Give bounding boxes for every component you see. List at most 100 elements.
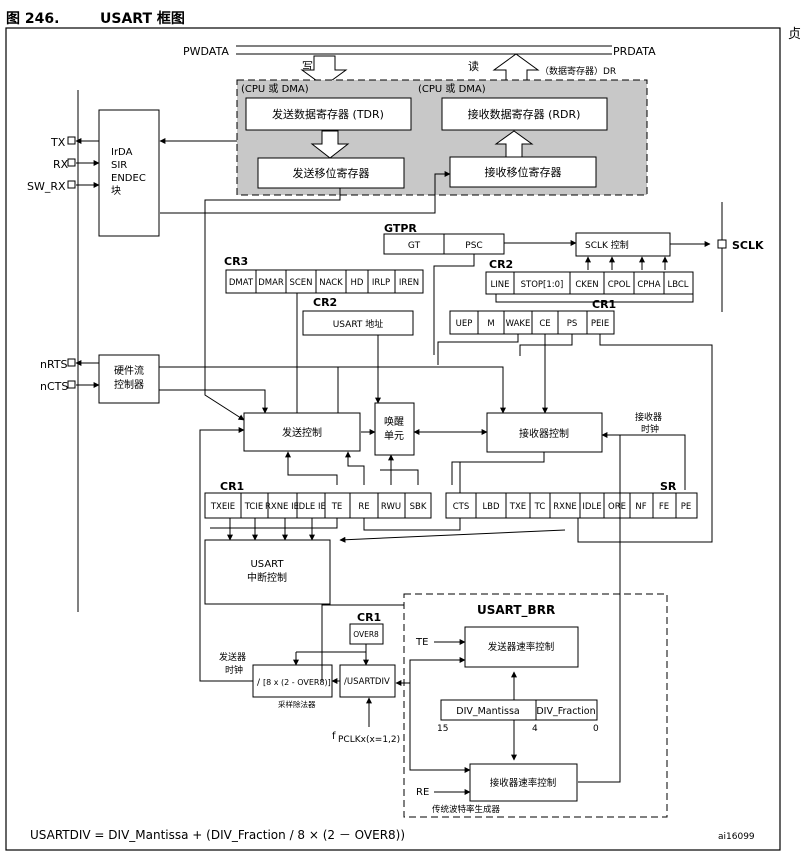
- figure-label: 图 246.: [6, 11, 59, 27]
- cr1-ce-label: CE: [539, 319, 550, 329]
- prdata-label: PRDATA: [613, 45, 656, 58]
- tx-clock-line-2: 时钟: [225, 664, 243, 676]
- cr1-tcie-label: TCIE: [244, 502, 264, 512]
- cr3-register: DMAT DMAR SCEN NACK HD IRLP IREN: [225, 269, 424, 294]
- sr-rxne-label: RXNE: [553, 502, 576, 512]
- tx-shift-label: 发送移位寄存器: [293, 166, 370, 180]
- sr-title: SR: [660, 480, 677, 493]
- divider-slash: /: [257, 678, 261, 688]
- div-mantissa-label: DIV_Mantissa: [456, 706, 520, 717]
- div-fraction-box: [535, 699, 598, 721]
- cr2-cken-label: CKEN: [575, 280, 598, 290]
- pin-tx: [67, 136, 76, 145]
- cr3-nack-label: NACK: [319, 278, 343, 288]
- rx-shift-box: [449, 156, 597, 188]
- brr-te-label: TE: [415, 637, 428, 648]
- irda-line-3: ENDEC: [111, 173, 146, 184]
- pwdata-label: PWDATA: [183, 45, 229, 58]
- cr1-wake-label: WAKE: [506, 319, 531, 329]
- sr-cts-label: CTS: [453, 502, 470, 512]
- rx-rate-label: 接收器速率控制: [490, 777, 557, 789]
- rx-rate-box: [469, 763, 578, 802]
- cr2-top-title: CR2: [489, 258, 513, 271]
- tx-shift-box: [257, 157, 405, 189]
- brr-title: USART_BRR: [477, 603, 555, 618]
- irda-line-2: SIR: [111, 160, 127, 171]
- cr2-addr-title: CR2: [313, 296, 337, 309]
- write-arrow: [300, 55, 348, 87]
- cr1-bit-txeie: [204, 492, 242, 519]
- pin-tx-label: TX: [50, 136, 66, 149]
- tdr-box: [245, 97, 412, 131]
- cr1-rwu-label: RWU: [381, 502, 401, 512]
- pin-swrx: [67, 180, 76, 189]
- tx-clock-line-1: 发送器: [219, 651, 246, 663]
- cr1-te-label: TE: [331, 502, 343, 512]
- tx-control-label: 发送控制: [282, 426, 322, 439]
- brr-bit-4: 4: [532, 724, 538, 734]
- cr2-register: LINE STOP[1:0] CKEN CPOL CPHA LBCL: [485, 271, 694, 295]
- hw-flow-line-1: 硬件流: [114, 364, 144, 377]
- tx-rate-box: [464, 626, 579, 668]
- usart-address-label: USART 地址: [333, 318, 384, 330]
- over8-label: OVER8: [353, 630, 379, 639]
- sr-bit-cts: [445, 492, 477, 519]
- cr1-sbk-label: SBK: [410, 502, 427, 512]
- pin-ncts-label: nCTS: [40, 380, 68, 393]
- fpclk-f: f: [332, 731, 336, 742]
- cr1-re-label: RE: [358, 502, 369, 512]
- rx-shift-label: 接收移位寄存器: [485, 165, 562, 179]
- pin-sclk-label: SCLK: [732, 239, 764, 252]
- brr-generator-label: 传统波特率生成器: [432, 804, 501, 815]
- divider-label: [8 x (2 - OVER8)]: [263, 678, 331, 687]
- cr1-bottom-title: CR1: [220, 480, 244, 493]
- usartdiv-formula: USARTDIV = DIV_Mantissa + (DIV_Fraction …: [30, 828, 405, 842]
- usart-brr-region: [403, 593, 668, 818]
- data-register-label: （数据寄存器）DR: [540, 65, 616, 77]
- sr-bit-rxne: [549, 492, 581, 519]
- cr2-cpha-label: CPHA: [637, 280, 660, 290]
- dma-right-label: (CPU 或 DMA): [418, 83, 486, 95]
- cr3-iren-label: IREN: [399, 278, 419, 288]
- cr3-dmar-label: DMAR: [258, 278, 284, 288]
- irda-block: [98, 109, 160, 237]
- cr3-dmat-label: DMAT: [229, 278, 254, 288]
- sr-register: CTS LBD TXE TC RXNE IDLE ORE NF FE PE: [445, 492, 698, 519]
- read-label: 读: [468, 59, 479, 73]
- write-label: 写: [302, 60, 313, 73]
- shift-to-rdr-arrow: [494, 130, 534, 158]
- cr3-irlp-label: IRLP: [372, 278, 390, 288]
- usartdiv-label: /USARTDIV: [344, 677, 390, 687]
- cr2-lbcl-label: LBCL: [667, 280, 688, 290]
- sr-ore-label: ORE: [608, 502, 626, 512]
- cr1-bit-sbk: [404, 492, 432, 519]
- sclk-control-label: SCLK 控制: [585, 239, 629, 251]
- div-fraction-label: DIV_Fraction: [536, 706, 595, 717]
- wakeup-line-2: 单元: [384, 430, 404, 442]
- cr1-idleie-label: IDLE IE: [296, 502, 326, 512]
- sr-bit-txe: [505, 492, 531, 519]
- pin-rx-label: RX: [53, 158, 69, 171]
- irq-line-2: 中断控制: [247, 571, 287, 584]
- pin-sclk: [717, 239, 727, 249]
- irda-line-1: IrDA: [111, 147, 133, 158]
- pin-rx: [67, 158, 76, 167]
- figure-code: ai16099: [718, 832, 755, 842]
- cr1-ps-label: PS: [567, 319, 578, 329]
- gtpr-psc-label: PSC: [465, 241, 482, 251]
- cr1-rxneie-label: RXNE IE: [265, 502, 299, 512]
- cr3-bit-iren: [394, 269, 424, 294]
- sample-divider-box: [252, 664, 333, 698]
- sr-pe-label: PE: [681, 502, 692, 512]
- irda-line-4: 块: [111, 185, 121, 197]
- dma-left-label: (CPU 或 DMA): [241, 83, 309, 95]
- cr1-over-title: CR1: [357, 611, 381, 624]
- figure-title: USART 框图: [100, 10, 185, 27]
- rx-control-box: [486, 412, 603, 453]
- sr-txe-label: TXE: [509, 502, 526, 512]
- sr-nf-label: NF: [635, 502, 646, 512]
- tdr-to-shift-arrow: [310, 130, 350, 159]
- hw-flow-controller: [98, 354, 160, 404]
- pin-ncts: [67, 380, 76, 389]
